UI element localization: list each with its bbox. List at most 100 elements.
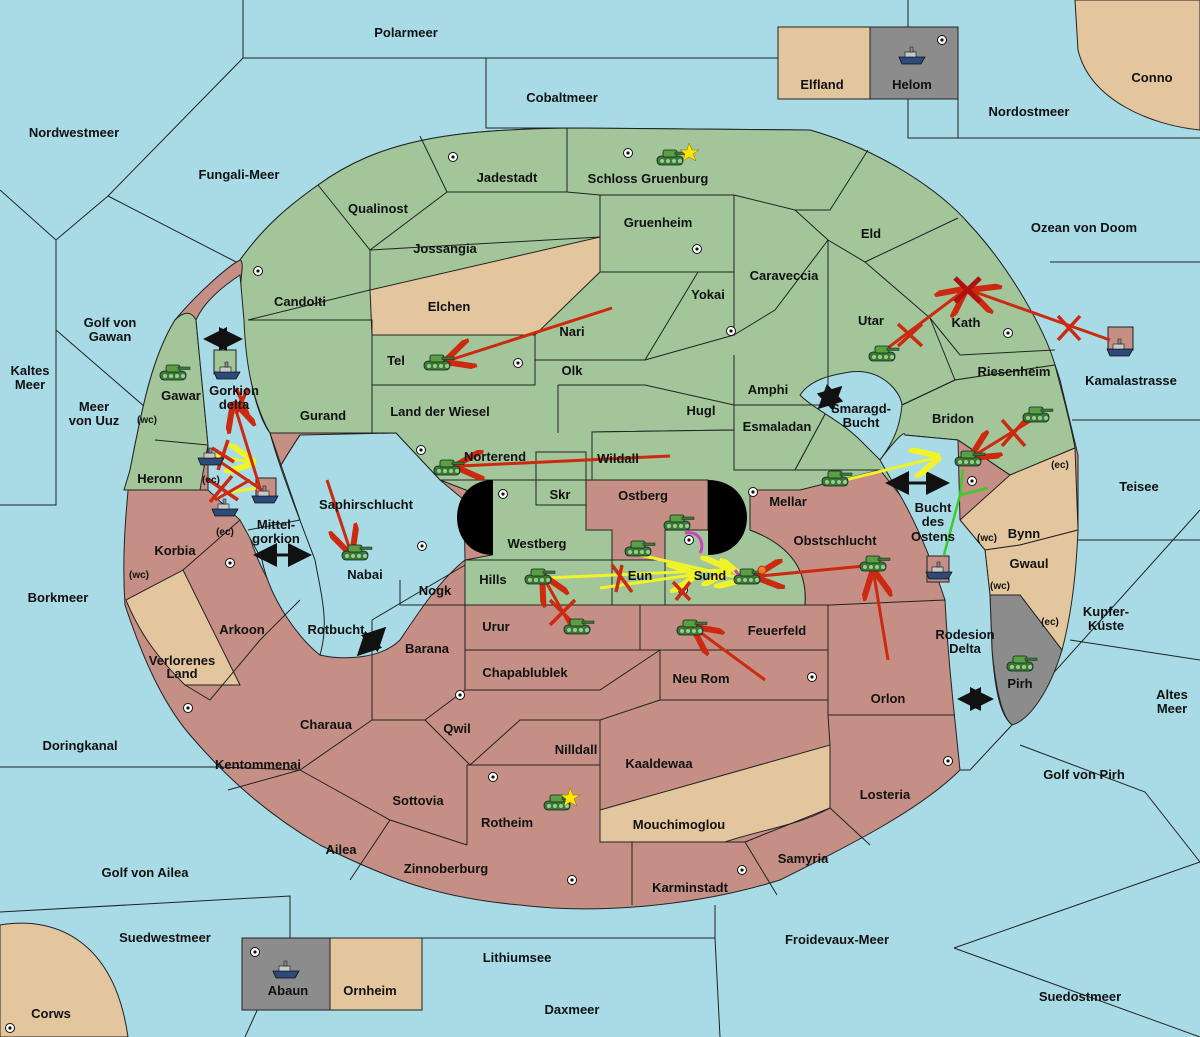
land-label: Gwaul [1009,556,1048,571]
coast-label: (wc) [129,570,149,581]
land-label: Karminstadt [652,880,729,895]
sea-label: Meer [15,377,45,392]
land-label: Sund [694,568,727,583]
land-label: Riesenheim [978,364,1051,379]
sea-label: Golf von Pirh [1043,767,1125,782]
sea-label: Golf von [84,315,137,330]
land-label: Caraveccia [750,268,819,283]
land-label: Saphirschlucht [319,497,414,512]
sea-label: Suedostmeer [1039,989,1121,1004]
sea-label: Smaragd- [831,401,891,416]
land-label: Verlorenes [149,653,216,668]
sea-label: Polarmeer [374,25,438,40]
land-label: Rotheim [481,815,533,830]
land-label: Arkoon [219,622,265,637]
land-label: Mellar [769,494,807,509]
land-label: Utar [858,313,884,328]
sea-label: Rotbucht [307,622,365,637]
land-label: Chapablublek [482,665,568,680]
sea-label: Ozean von Doom [1031,220,1137,235]
land-label: Conno [1131,70,1172,85]
land-label: Elchen [428,299,471,314]
land-label: Skr [550,487,571,502]
land-label: Bridon [932,411,974,426]
land-label: Westberg [508,536,567,551]
territory-ornheim[interactable] [329,937,423,1011]
land-label: Gawar [161,388,201,403]
land-label: Losteria [860,787,911,802]
sea-label: Froidevaux-Meer [785,932,889,947]
land-label: Ornheim [343,983,396,998]
sea-label: gorkion [252,531,300,546]
coast-label: (ec) [1041,617,1059,628]
territory-verlorenes-land[interactable] [125,569,241,686]
land-label: Mouchimoglou [633,817,725,832]
land-label: Ailea [325,842,357,857]
coast-label: (ec) [1051,460,1069,471]
dislodged-icon [757,565,767,575]
sea-label: Küste [1088,618,1124,633]
connection-arrows [203,327,994,711]
land-label: Orlon [871,691,906,706]
sea-label: Teisee [1119,479,1159,494]
land-label: Eld [861,226,881,241]
land-label: Nabai [347,567,382,582]
sea-label: delta [219,397,250,412]
land-label: Obstschlucht [793,533,877,548]
sea-labels: Polarmeer Cobaltmeer Nordwestmeer Fungal… [10,25,1187,1017]
coast-label: (wc) [137,415,157,426]
sea-label: des [922,514,944,529]
units [159,46,1134,979]
land-label: Qualinost [348,201,409,216]
coast-label: (wc) [977,533,997,544]
sea-label: Altes [1156,687,1188,702]
sea-label: Golf von Ailea [102,865,190,880]
sea-label: Daxmeer [545,1002,600,1017]
land-label: Korbia [154,543,196,558]
land-labels: Elfland Helom Conno Jadestadt Schloss Gr… [31,70,1173,1021]
land-label: Elfland [800,77,843,92]
territory-elfland[interactable] [777,26,871,100]
land-label: Jossangia [413,241,477,256]
land-label: Kentommenai [215,757,301,772]
land-label: Tel [387,353,405,368]
land-label: Zinnoberburg [404,861,489,876]
territory-corws[interactable] [0,922,129,1037]
sea-label: Kamalastrasse [1085,373,1177,388]
sea-label: Ostens [911,529,955,544]
sea-label: Lithiumsee [483,950,552,965]
sea-label: Mittel- [257,517,295,532]
sea-label: Cobaltmeer [526,90,598,105]
land-label: Eun [628,568,653,583]
land-label: Pirh [1007,676,1032,691]
coast-label: (wc) [990,581,1010,592]
land-label: Urur [482,619,509,634]
sea-label: von Uuz [69,413,120,428]
land-label: Land der Wiesel [390,404,490,419]
sea-label: Doringkanal [42,738,117,753]
support-arrows [209,455,935,588]
convoy-lines [942,468,989,556]
land-label: Nogk [419,583,452,598]
territory-borders [124,128,1056,905]
impassable-east [708,480,747,555]
land-label: Amphi [748,382,788,397]
hold-marker [684,531,704,554]
land-label: Yokai [691,287,725,302]
land-label: Kaaldewaa [625,756,693,771]
land-label: Jadestadt [477,170,538,185]
failed-order-marks [205,276,1082,627]
land-label: Hugl [687,403,716,418]
impassable-west [457,480,493,555]
sea-label: Gorkion [209,383,259,398]
land-label: Qwil [443,721,470,736]
land-label: Helom [892,77,932,92]
land-label: Charaua [300,717,353,732]
sea-label: Delta [949,641,982,656]
land-label: Norterend [464,449,526,464]
land-label: Sottovia [392,793,444,808]
land-label: Nari [559,324,584,339]
